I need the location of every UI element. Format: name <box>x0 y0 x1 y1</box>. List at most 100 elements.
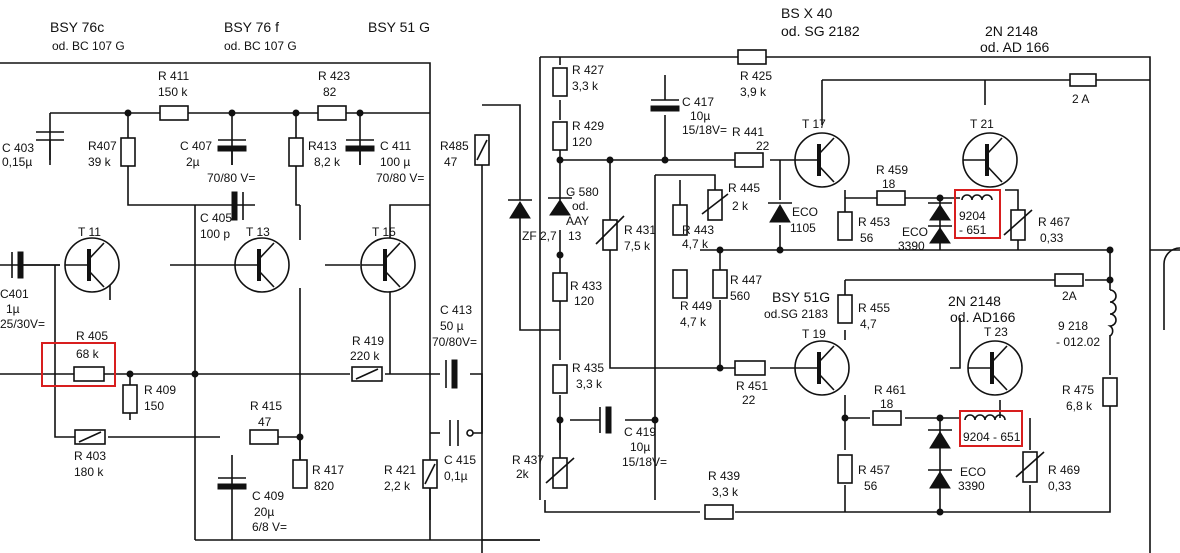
header-bsy51g-lower-alt: od.SG 2183 <box>764 307 828 321</box>
label-r419: R 419 <box>352 334 384 348</box>
fuse-f2 <box>1054 273 1084 287</box>
label-eco3390a-value: 3390 <box>898 239 925 253</box>
label-fuse-f2: 2A <box>1062 289 1077 303</box>
header-2n2148-top-alt: od. AD 166 <box>980 39 1049 55</box>
header-2n2148-bottom: 2N 2148 <box>948 293 1001 309</box>
label-r435-value: 3,3 k <box>576 377 603 391</box>
header-2n2148-bottom-alt: od. AD166 <box>950 309 1016 325</box>
label-r429: R 429 <box>572 119 604 133</box>
resistor-r433 <box>552 272 568 302</box>
label-c405: C 405 <box>200 211 232 225</box>
inductor-l9218 <box>1107 289 1117 337</box>
label-r437-value: 2k <box>516 467 530 481</box>
label-r485: R485 <box>440 139 469 153</box>
label-r411: R 411 <box>158 69 189 83</box>
label-r449-value: 4,7 k <box>680 315 707 329</box>
fuse-f1 <box>1069 73 1097 87</box>
label-c401-voltage: 25/30V= <box>0 317 45 331</box>
resistor-r459 <box>876 190 906 206</box>
zener-zf27 <box>508 199 532 219</box>
diode-eco3390b <box>928 429 952 489</box>
capacitor-c403 <box>36 131 64 165</box>
label-r475-value: 6,8 k <box>1066 399 1093 413</box>
label-r421-value: 2,2 k <box>384 479 411 493</box>
label-c413-value: 50 µ <box>440 319 464 333</box>
capacitor-c409 <box>217 477 247 490</box>
label-c411: C 411 <box>380 139 411 153</box>
label-r433-value: 120 <box>574 294 594 308</box>
label-t19: T 19 <box>802 327 826 341</box>
header-bsy51g-lower: BSY 51G <box>772 289 830 305</box>
resistor-r427 <box>552 67 568 97</box>
label-r413: R413 <box>308 139 337 153</box>
resistor-r437 <box>552 457 568 489</box>
capacitor-c411 <box>345 139 375 165</box>
header-bsy76f-alt: od. BC 107 G <box>224 39 297 53</box>
junctions <box>124 109 1114 516</box>
label-r461: R 461 <box>874 383 906 397</box>
label-r457-value: 56 <box>864 479 878 493</box>
resistor-r457 <box>837 454 853 484</box>
label-g580-alt: od. <box>572 199 589 213</box>
label-c407-voltage: 70/80 V= <box>207 171 255 185</box>
highlight-l9204b <box>959 410 1023 447</box>
components <box>11 49 1180 520</box>
label-c405-value: 100 p <box>200 227 230 241</box>
label-t15: T 15 <box>372 225 396 239</box>
label-r423-value: 82 <box>323 85 337 99</box>
capacitor-c417 <box>650 99 680 112</box>
label-r453-value: 56 <box>860 231 874 245</box>
label-eco1105: ECO <box>792 205 818 219</box>
diode-g580 <box>548 197 572 216</box>
label-r455: R 455 <box>858 301 890 315</box>
label-r439: R 439 <box>708 469 740 483</box>
label-eco3390a: ECO <box>902 225 928 239</box>
label-fuse-f1: 2 A <box>1072 92 1089 106</box>
label-c409-voltage: 6/8 V= <box>252 520 287 534</box>
label-r409: R 409 <box>144 383 176 397</box>
label-r439-value: 3,3 k <box>712 485 739 499</box>
label-c403-value: 0,15µ <box>2 155 32 169</box>
diode-eco1105 <box>768 202 792 223</box>
label-r441-value: 22 <box>756 139 770 153</box>
label-r407: R407 <box>88 139 117 153</box>
label-r469: R 469 <box>1048 463 1080 477</box>
label-r451: R 451 <box>736 379 768 393</box>
label-r405-value: 68 k <box>76 347 100 361</box>
transistor-t13 <box>233 236 291 294</box>
transistor-t17 <box>793 131 851 189</box>
label-c415: C 415 <box>444 453 476 467</box>
resistor-r469 <box>1022 451 1038 483</box>
label-r451-value: 22 <box>742 393 756 407</box>
label-r443: R 443 <box>682 223 714 237</box>
label-r461-value: 18 <box>880 397 894 411</box>
label-r403: R 403 <box>74 449 106 463</box>
output-connector <box>1163 247 1180 330</box>
label-c413-voltage: 70/80V= <box>432 335 477 349</box>
label-c407: C 407 <box>180 139 212 153</box>
label-eco3390b-value: 3390 <box>958 479 985 493</box>
highlight-r405 <box>41 342 116 387</box>
label-r405: R 405 <box>76 329 108 343</box>
label-r457: R 457 <box>858 463 890 477</box>
label-r431-value: 7,5 k <box>624 239 651 253</box>
header-bsx40: BS X 40 <box>781 5 833 21</box>
label-r419-value: 220 k <box>350 349 380 363</box>
capacitor-c413 <box>445 359 458 389</box>
label-r427-value: 3,3 k <box>572 79 599 93</box>
resistor-r411 <box>159 105 189 121</box>
label-r453: R 453 <box>858 215 890 229</box>
resistor-r447 <box>712 269 728 299</box>
label-c401: C401 <box>0 287 29 301</box>
label-r423: R 423 <box>318 69 350 83</box>
label-t11: T 11 <box>78 225 101 239</box>
label-c417-voltage: 15/18V= <box>682 123 727 137</box>
resistor-r417 <box>292 459 308 489</box>
resistor-r443 <box>672 204 688 236</box>
resistor-r461 <box>872 410 902 426</box>
label-r427: R 427 <box>572 63 604 77</box>
label-r417: R 417 <box>312 463 344 477</box>
label-r415-value: 47 <box>258 415 272 429</box>
header-bsy76f: BSY 76 f <box>224 19 279 35</box>
